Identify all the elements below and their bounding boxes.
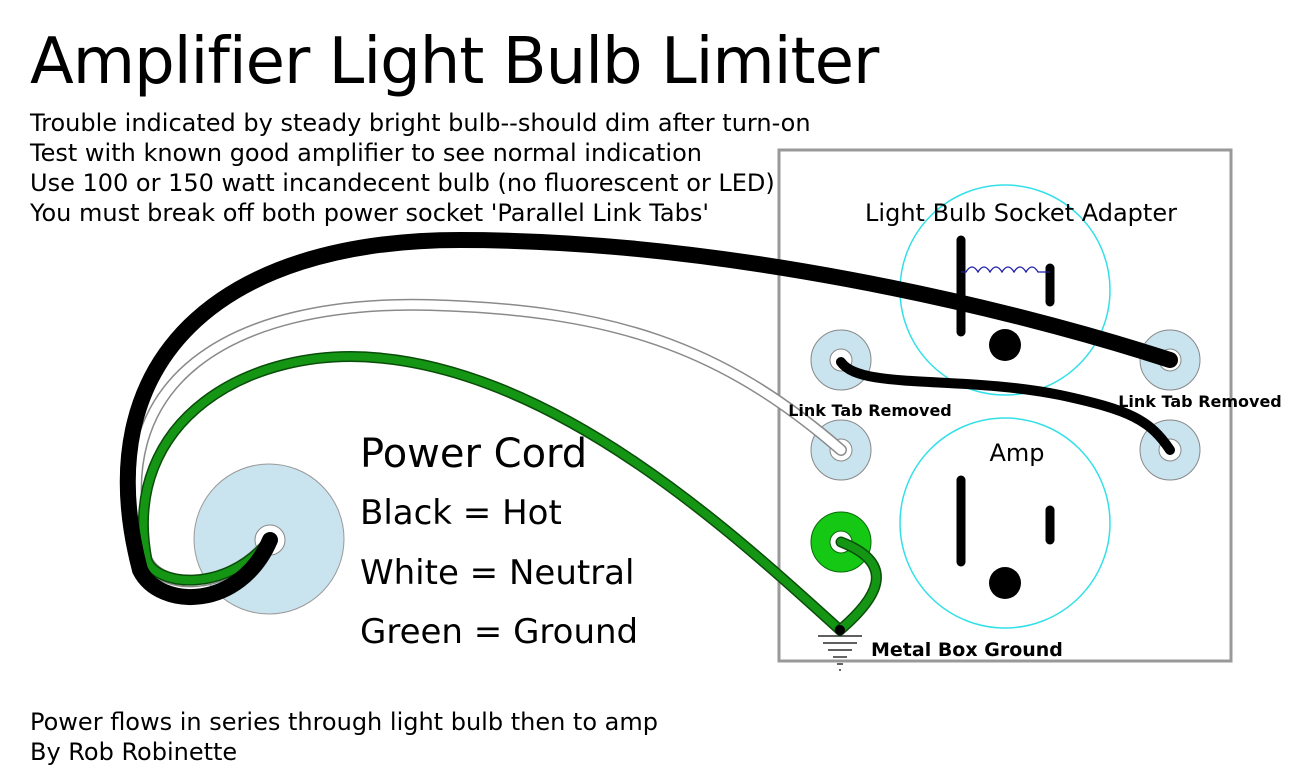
amp-label: Amp: [989, 439, 1044, 467]
socket-adapter-label: Light Bulb Socket Adapter: [865, 199, 1177, 227]
footer-line: By Rob Robinette: [30, 738, 238, 766]
ground-jumper-wire-fill: [836, 538, 881, 634]
hot-wire: [119, 231, 1178, 605]
amp-outlet: [899, 417, 1111, 629]
legend-white: White = Neutral: [360, 553, 635, 593]
jumper-wire: [836, 357, 1175, 455]
socket-ground-hole: [989, 329, 1021, 361]
note-line: You must break off both power socket 'Pa…: [30, 199, 709, 227]
note-line: Use 100 or 150 watt incandecent bulb (no…: [30, 169, 775, 197]
legend-black: Black = Hot: [360, 493, 562, 533]
ground-wire-fill: [139, 352, 844, 634]
link-tab-label-right: Link Tab Removed: [1118, 392, 1282, 411]
metal-box-ground-label: Metal Box Ground: [871, 639, 1063, 661]
legend-heading: Power Cord: [360, 431, 588, 477]
legend-green: Green = Ground: [360, 612, 639, 652]
note-line: Trouble indicated by steady bright bulb-…: [30, 109, 811, 137]
footer-line: Power flows in series through light bulb…: [30, 708, 658, 736]
amp-ground-hole: [989, 567, 1021, 599]
link-tab-label-left: Link Tab Removed: [788, 401, 952, 420]
page-title: Amplifier Light Bulb Limiter: [30, 25, 879, 99]
ground-junction: [835, 625, 845, 635]
filament-icon: [961, 266, 1050, 274]
note-line: Test with known good amplifier to see no…: [30, 139, 702, 167]
